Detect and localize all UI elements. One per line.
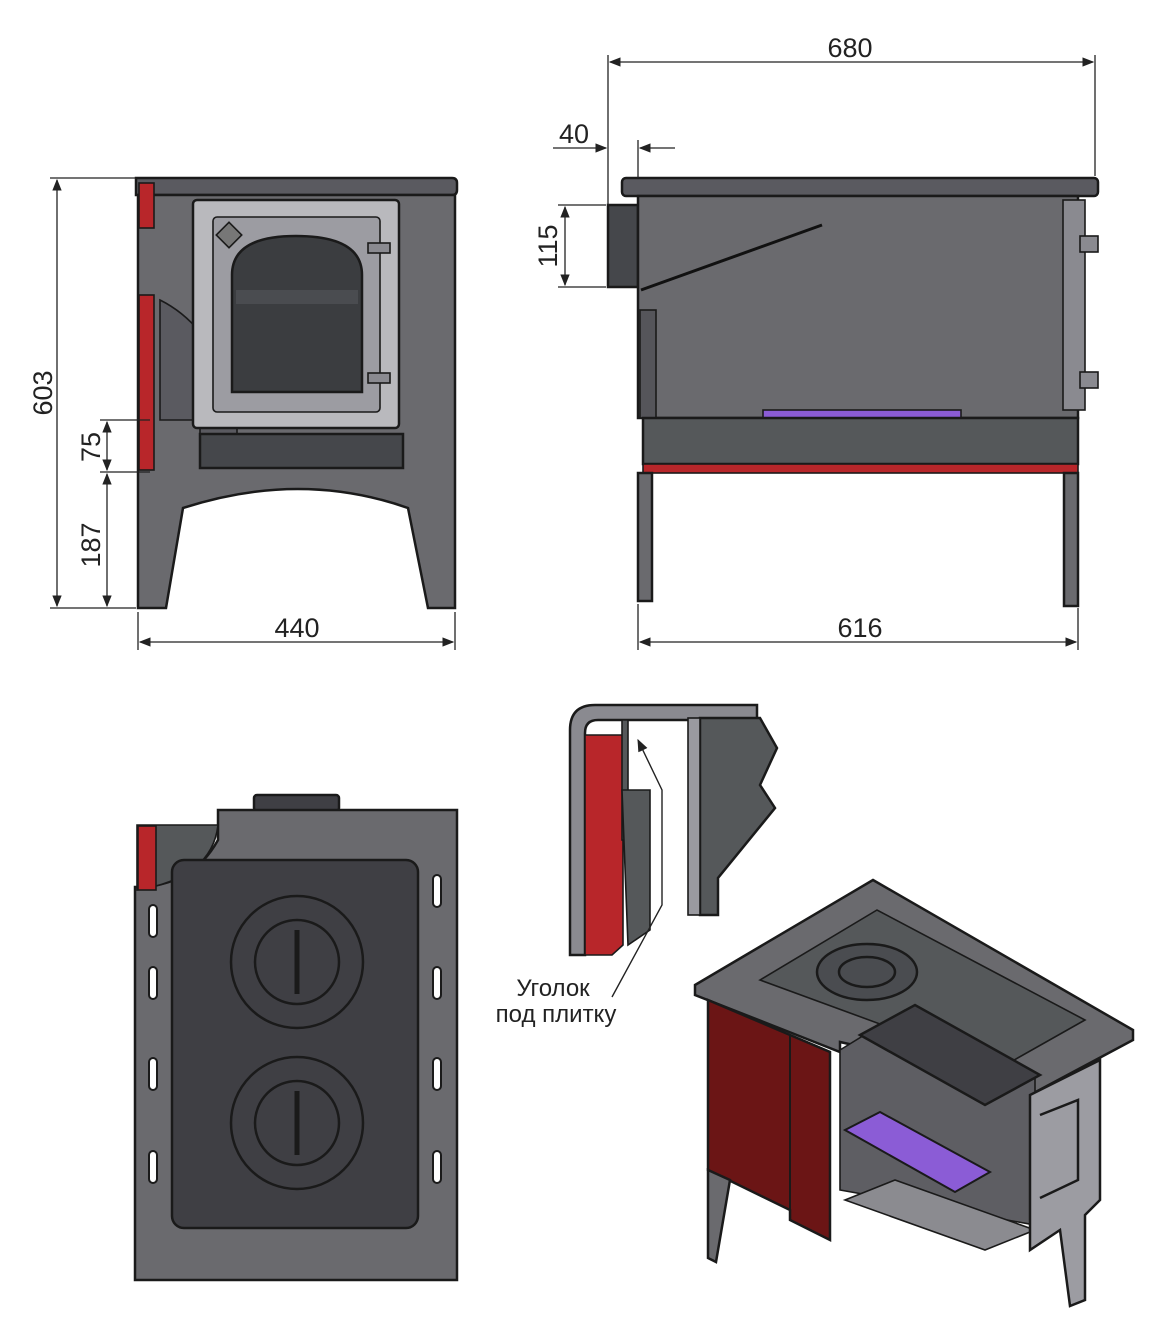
side-ash-pan xyxy=(641,416,1080,466)
side-body xyxy=(636,194,1080,420)
side-baffle-line xyxy=(640,223,823,292)
iso-leg-left xyxy=(706,1168,732,1264)
dim-front-width: 440 xyxy=(274,613,319,643)
dim-flue-height: 115 xyxy=(533,224,563,267)
front-top-plate xyxy=(134,176,459,197)
detail-wall-panel xyxy=(621,789,651,947)
side-hinge-top xyxy=(1079,235,1099,253)
side-leg-left xyxy=(636,471,654,603)
dim-overall-height: 603 xyxy=(28,370,58,415)
ash-door xyxy=(198,432,405,470)
detail-divider xyxy=(687,717,701,916)
callout-leader xyxy=(611,738,663,998)
callout-line-2: под плитку xyxy=(496,1001,617,1028)
side-top-plate xyxy=(620,176,1100,198)
side-hinge-bottom xyxy=(1079,371,1099,389)
iso-burner-1-inner xyxy=(837,955,897,989)
dim-door-sill: 75 xyxy=(76,432,106,462)
iso-door-handle xyxy=(1039,1098,1080,1200)
front-red-lining-bottom xyxy=(138,294,155,471)
iso-front-door xyxy=(1028,1057,1102,1308)
detail-red-lining xyxy=(584,734,624,956)
door-emblem xyxy=(215,221,243,249)
callout-line-1: Уголок xyxy=(516,975,590,1002)
isometric-view xyxy=(693,878,1135,1308)
front-view xyxy=(134,176,459,610)
tile-corner-detail: Уголок под плитку xyxy=(496,703,779,1028)
iso-baffle xyxy=(857,1003,1043,1107)
dim-top-overhang: 40 xyxy=(559,119,589,149)
vent-slots-right xyxy=(432,874,442,1184)
side-dimensions: 680 40 115 616 xyxy=(533,33,1096,650)
side-flue-collar xyxy=(606,203,640,289)
iso-grate xyxy=(842,1110,993,1194)
side-view xyxy=(606,176,1100,608)
side-inner-wall xyxy=(639,309,657,419)
front-dimensions: 603 75 187 440 xyxy=(28,177,456,650)
window-shelf xyxy=(236,290,358,304)
dim-total-depth: 680 xyxy=(827,33,872,63)
top-red-corner xyxy=(137,825,157,891)
dim-body-depth: 616 xyxy=(837,613,882,643)
top-flue-pipe xyxy=(252,793,341,813)
door-hinge-bottom xyxy=(367,372,391,384)
dim-leg-height: 187 xyxy=(76,522,106,567)
vent-slots-left xyxy=(148,904,158,1184)
front-red-lining-top xyxy=(138,182,155,229)
side-red-strip xyxy=(642,463,1079,474)
detail-right-stone xyxy=(698,716,779,917)
top-view xyxy=(133,793,459,1282)
door-hinge-top xyxy=(367,242,391,254)
door-arched-window xyxy=(230,234,364,394)
side-leg-right xyxy=(1062,471,1080,608)
